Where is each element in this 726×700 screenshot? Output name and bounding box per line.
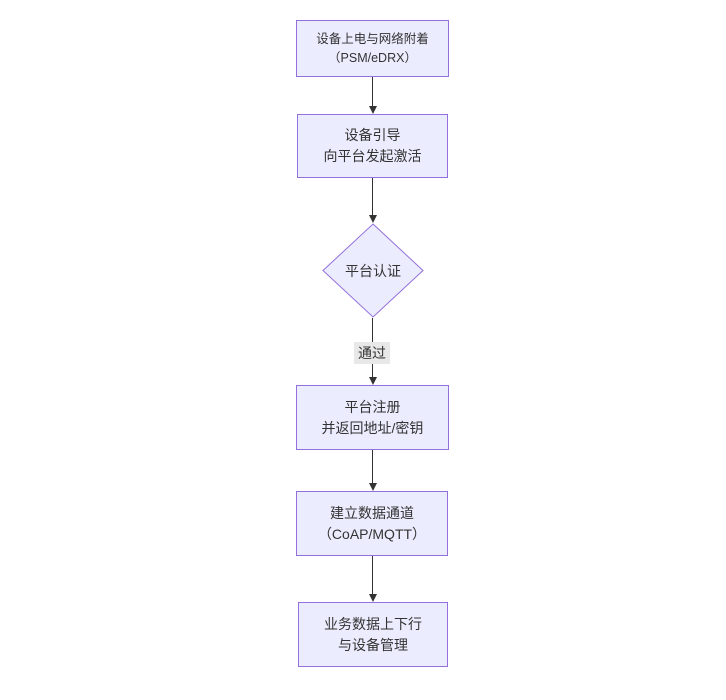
node-platform-register-line2: 并返回地址/密钥 <box>321 419 424 436</box>
arrowhead-down-icon <box>368 483 377 491</box>
arrow-channel-to-business <box>368 556 377 602</box>
arrowhead-down-icon <box>368 594 377 602</box>
arrow-shaft <box>372 178 373 215</box>
node-data-channel-line1: 建立数据通道 <box>330 504 414 521</box>
node-business-data-line1: 业务数据上下行 <box>324 615 422 632</box>
node-platform-register-line1: 平台注册 <box>344 398 401 415</box>
arrowhead-down-icon <box>368 377 377 385</box>
node-platform-auth: 平台认证 <box>322 223 424 318</box>
node-bootstrap-line2: 向平台发起激活 <box>323 148 422 164</box>
arrow-shaft <box>372 556 373 594</box>
node-business-data: 业务数据上下行 与设备管理 <box>298 602 448 667</box>
edge-label-pass: 通过 <box>354 342 390 364</box>
node-data-channel-line2: （CoAP/MQTT） <box>317 525 427 542</box>
arrow-bootstrap-to-auth <box>368 178 377 223</box>
node-data-channel: 建立数据通道 （CoAP/MQTT） <box>296 491 448 556</box>
node-bootstrap-line1: 设备引导 <box>344 127 401 143</box>
arrowhead-down-icon <box>368 215 377 223</box>
diamond-shape <box>322 223 424 318</box>
node-platform-auth-label: 平台认证 <box>345 262 401 279</box>
arrow-power-to-bootstrap <box>368 77 377 114</box>
node-bootstrap: 设备引导 向平台发起激活 <box>297 114 448 178</box>
node-platform-register: 平台注册 并返回地址/密钥 <box>296 385 449 450</box>
node-power-attach: 设备上电与网络附着 （PSM/eDRX） <box>296 20 449 77</box>
arrow-shaft <box>372 77 373 106</box>
node-power-attach-line2: （PSM/eDRX） <box>328 50 417 65</box>
arrow-shaft <box>372 450 373 483</box>
node-power-attach-line1: 设备上电与网络附着 <box>316 31 429 46</box>
arrowhead-down-icon <box>368 106 377 114</box>
node-business-data-line2: 与设备管理 <box>338 636 408 653</box>
arrow-register-to-channel <box>368 450 377 491</box>
